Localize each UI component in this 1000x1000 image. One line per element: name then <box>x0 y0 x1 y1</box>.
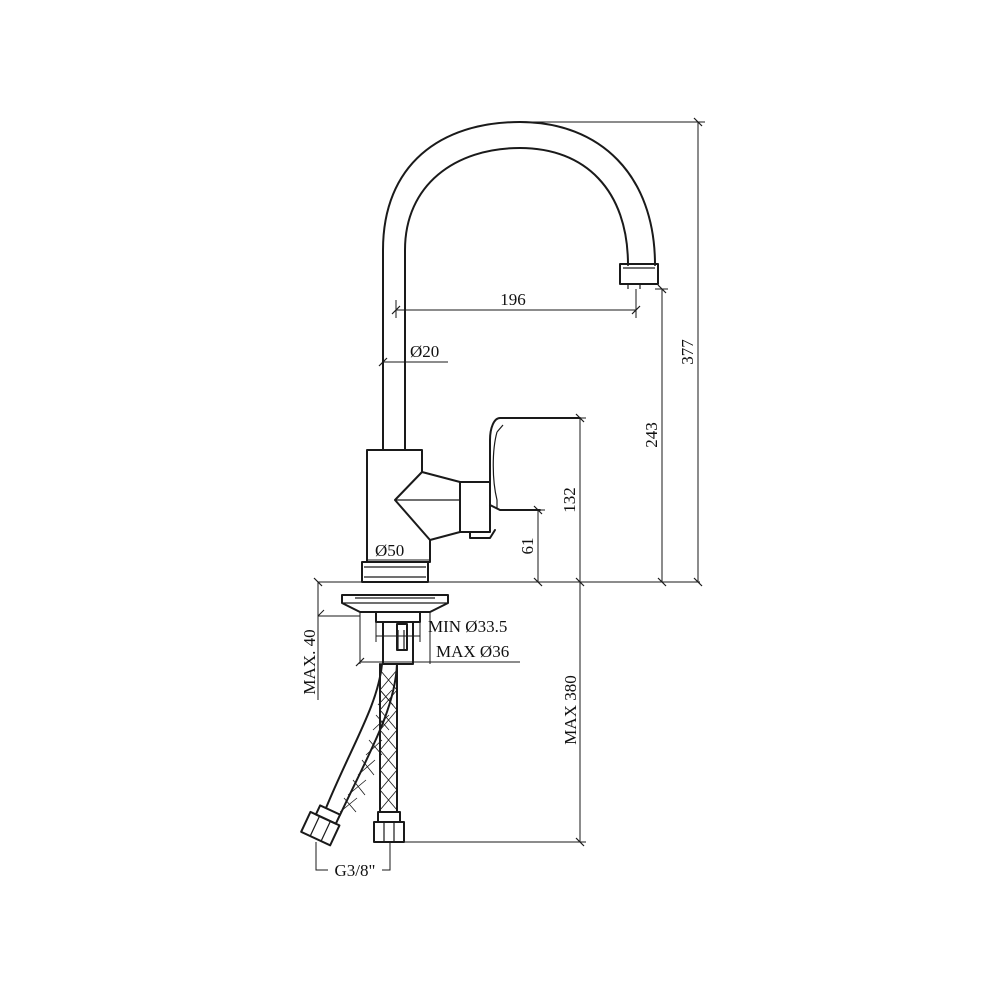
spout-outer <box>382 121 656 451</box>
threaded-shank <box>375 611 421 665</box>
dim-deck-thickness: MAX. 40 <box>300 629 319 694</box>
spout-inner <box>404 147 629 451</box>
dim-height-overall: 377 <box>678 339 697 365</box>
dim-height-handle: 132 <box>560 487 579 513</box>
cartridge-housing <box>459 481 491 533</box>
base-ring <box>361 561 429 583</box>
dim-reach: 196 <box>500 290 526 309</box>
mixer-connector <box>394 471 461 541</box>
dimension-labels: 377 243 132 61 196 Ø20 Ø50 MIN Ø33.5 MAX… <box>300 290 697 880</box>
dim-hole-max: MAX Ø36 <box>436 642 509 661</box>
dim-height-lever-base: 61 <box>518 538 537 555</box>
hose-angled <box>300 663 398 847</box>
dim-hose-length: MAX 380 <box>561 675 580 744</box>
dim-thread: G3/8" <box>335 861 376 880</box>
lever-handle <box>489 417 581 506</box>
mounting-plate <box>341 594 449 613</box>
dim-height-outlet: 243 <box>642 422 661 448</box>
dimension-lines <box>313 117 705 871</box>
faucet-outline <box>341 121 659 665</box>
hose-straight <box>373 663 405 843</box>
dim-hole-min: MIN Ø33.5 <box>428 617 507 636</box>
dim-base-diameter: Ø50 <box>375 541 404 560</box>
aerator <box>619 263 659 289</box>
dim-spout-diameter: Ø20 <box>410 342 439 361</box>
flexible-hoses <box>300 663 405 847</box>
